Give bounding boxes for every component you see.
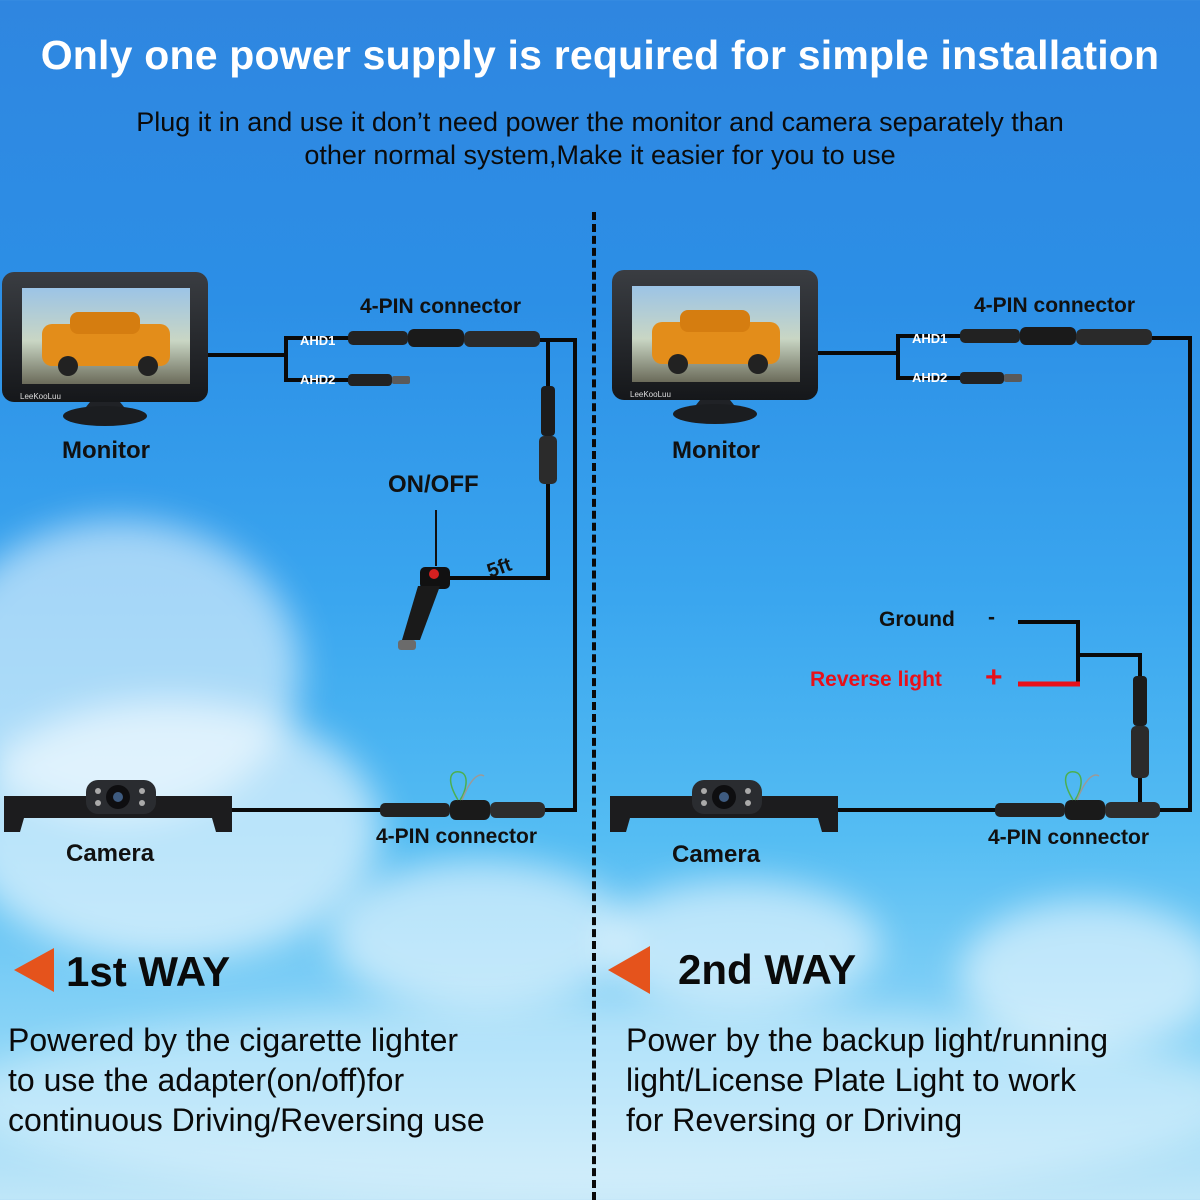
left-camera-label: Camera [66,840,155,867]
page-title: Only one power supply is required for si… [40,32,1160,78]
right-camera-icon [610,780,838,832]
right-camera-label: Camera [672,841,761,868]
left-bottom-connector-plug [380,771,545,820]
right-monitor-cable [818,334,970,380]
left-monitor-cable [208,336,360,382]
left-inline-connector [539,386,557,484]
left-connector-top-label: 4-PIN connector [360,295,522,318]
right-monitor-label: Monitor [672,437,760,464]
right-ground-label: Ground [879,608,955,631]
left-ahd2-label: AHD2 [300,372,335,387]
left-monitor-icon [2,272,208,426]
right-reverse-sign: + [985,661,1003,694]
left-camera-icon [4,780,232,832]
right-inline-connector [1131,676,1149,778]
right-way-title: 2nd WAY [678,946,857,993]
background-cloud [330,860,630,1010]
right-ground-sign: - [988,606,995,629]
page-subtitle: Plug it in and use it don’t need power t… [30,106,1170,172]
subtitle-line: other normal system,Make it easier for y… [304,140,896,170]
right-desc-line: Power by the backup light/running [626,1022,1109,1058]
background-cloud [0,1000,1200,1200]
left-monitor-label: Monitor [62,437,150,464]
left-desc-line: continuous Driving/Reversing use [8,1102,485,1138]
right-ahd1-label: AHD1 [912,331,947,346]
left-ahd1-label: AHD1 [300,333,335,348]
right-desc-line: light/License Plate Light to work [626,1062,1077,1098]
left-ahd2-plug [348,374,410,386]
right-bottom-connector-plug [995,771,1160,820]
left-connector-bottom-label: 4-PIN connector [376,825,538,848]
left-cigarette-lighter-adapter-icon [398,567,450,650]
left-desc-line: to use the adapter(on/off)for [8,1062,405,1098]
left-desc-line: Powered by the cigarette lighter [8,1022,459,1058]
right-description: Power by the backup light/running light/… [626,1020,1198,1140]
left-arrow-left-icon [14,948,54,992]
section-divider [592,212,596,1200]
right-ahd2-plug [960,372,1022,384]
left-onoff-label: ON/OFF [388,471,479,498]
left-way-title: 1st WAY [66,948,231,995]
background-cloud [960,900,1200,1050]
right-connector-top-label: 4-PIN connector [974,294,1136,317]
right-connector-bottom-label: 4-PIN connector [988,826,1150,849]
left-ahd1-plug [348,329,540,347]
right-monitor-icon [612,270,818,424]
left-description: Powered by the cigarette lighter to use … [8,1020,588,1140]
right-ahd2-label: AHD2 [912,370,947,385]
left-main-wire [232,338,577,812]
right-brand-text: LeeKooLuu [630,390,671,399]
right-arrow-left-icon [608,946,650,994]
right-reverse-light-label: Reverse light [810,668,942,691]
right-ahd1-plug [960,327,1152,345]
background-cloud [0,700,380,960]
right-desc-line: for Reversing or Driving [626,1102,963,1138]
left-brand-text: LeeKooLuu [20,392,61,401]
subtitle-line: Plug it in and use it don’t need power t… [136,107,1064,137]
